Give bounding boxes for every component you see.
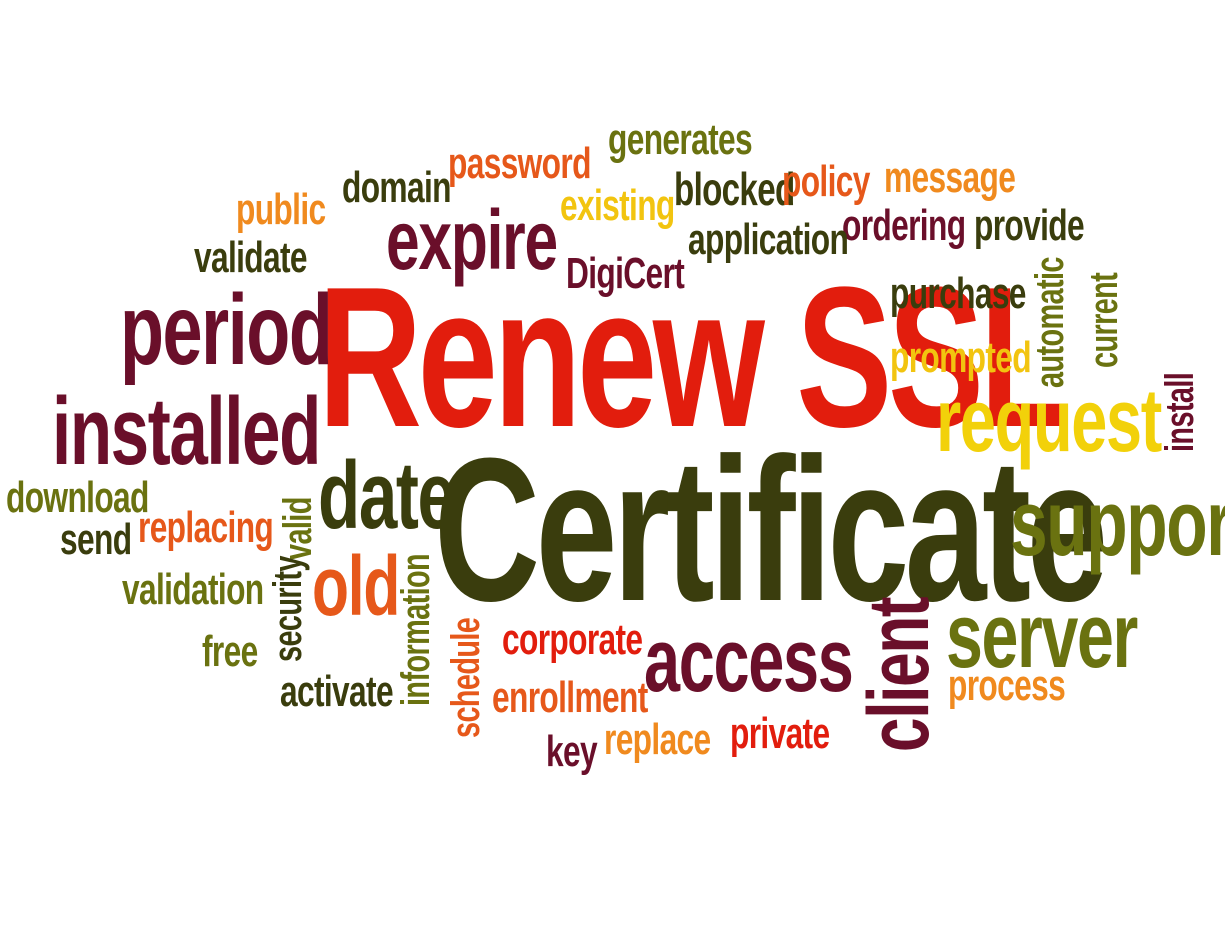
word-old: old bbox=[312, 539, 400, 633]
word-replace: replace bbox=[604, 715, 711, 764]
word-private: private bbox=[730, 709, 830, 758]
word-provide: provide bbox=[974, 201, 1085, 250]
word-security: security bbox=[266, 556, 310, 662]
word-request: request bbox=[936, 371, 1162, 471]
word-send: send bbox=[60, 515, 132, 564]
word-period: period bbox=[120, 274, 333, 386]
word-prompted: prompted bbox=[890, 333, 1032, 382]
word-generates: generates bbox=[608, 115, 753, 164]
word-client: client bbox=[851, 597, 947, 752]
word-replacing: replacing bbox=[138, 503, 274, 552]
word-purchase: purchase bbox=[890, 269, 1026, 318]
word-policy: policy bbox=[782, 157, 870, 206]
word-enrollment: enrollment bbox=[492, 673, 648, 722]
word-download: download bbox=[6, 473, 149, 522]
word-process: process bbox=[948, 661, 1066, 710]
word-digicert: DigiCert bbox=[566, 249, 685, 298]
word-public: public bbox=[236, 185, 326, 234]
word-certificate: Certificate bbox=[434, 416, 1108, 644]
word-corporate: corporate bbox=[502, 615, 643, 664]
word-application: application bbox=[688, 215, 849, 264]
word-automatic: automatic bbox=[1028, 257, 1072, 388]
word-message: message bbox=[884, 153, 1016, 202]
word-existing: existing bbox=[560, 181, 675, 230]
word-information: information bbox=[394, 553, 438, 706]
word-ordering: ordering bbox=[842, 201, 966, 250]
word-installed: installed bbox=[52, 378, 321, 485]
word-access: access bbox=[644, 611, 854, 711]
word-password: password bbox=[448, 139, 591, 188]
word-validation: validation bbox=[122, 565, 264, 614]
word-date: date bbox=[318, 442, 456, 549]
word-support: support bbox=[1010, 470, 1225, 575]
word-install: install bbox=[1158, 372, 1202, 452]
word-current: current bbox=[1082, 272, 1126, 368]
word-validate: validate bbox=[194, 233, 308, 282]
word-blocked: blocked bbox=[674, 163, 795, 215]
word-renew-ssl: Renew SSL bbox=[318, 246, 1068, 469]
word-expire: expire bbox=[386, 193, 558, 287]
word-key: key bbox=[546, 727, 598, 776]
word-activate: activate bbox=[280, 667, 394, 716]
word-free: free bbox=[202, 627, 258, 676]
word-domain: domain bbox=[342, 163, 451, 212]
word-server: server bbox=[946, 585, 1138, 687]
